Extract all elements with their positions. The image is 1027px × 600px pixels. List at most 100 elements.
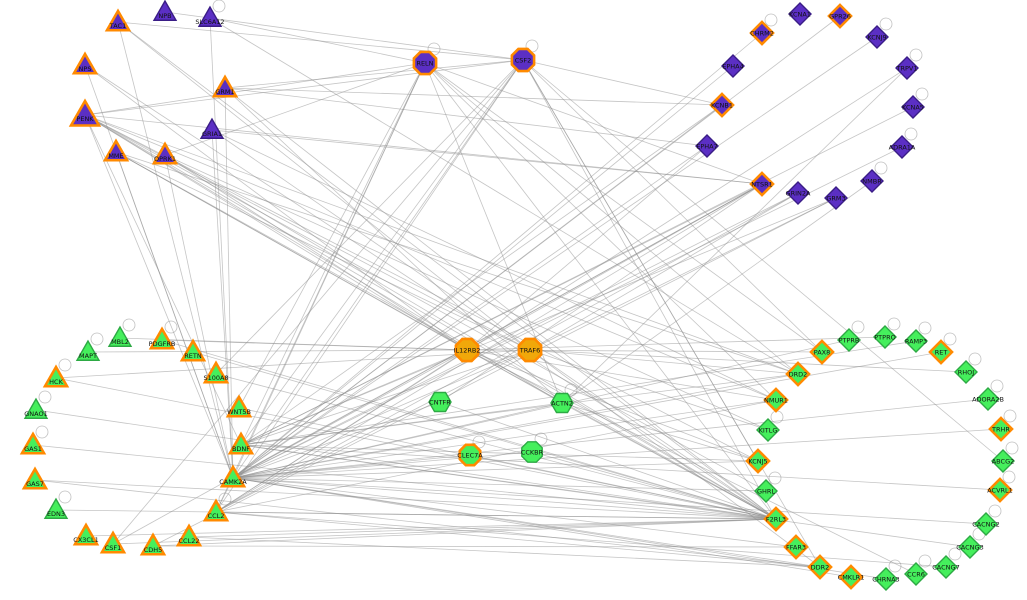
triangle-node-shape[interactable] bbox=[227, 431, 255, 455]
triangle-node-shape[interactable] bbox=[75, 339, 101, 361]
triangle-node-shape[interactable] bbox=[102, 138, 130, 162]
octagon-node-shape[interactable] bbox=[521, 441, 543, 463]
node-ptprb[interactable]: PTPRB bbox=[837, 328, 861, 352]
triangle-node-shape[interactable] bbox=[179, 338, 207, 362]
triangle-node-shape[interactable] bbox=[199, 117, 225, 139]
octagon-node-shape[interactable] bbox=[458, 443, 482, 467]
node-gpr26[interactable]: GPR26 bbox=[827, 3, 853, 29]
diamond-node-shape[interactable] bbox=[807, 554, 833, 580]
diamond-node-shape[interactable] bbox=[749, 171, 775, 197]
diamond-node-shape[interactable] bbox=[788, 2, 812, 26]
node-mapt[interactable]: MAPT bbox=[75, 339, 101, 361]
node-cckbr[interactable]: CCKBR bbox=[521, 441, 544, 463]
triangle-node-shape[interactable] bbox=[152, 0, 178, 21]
triangle-node-shape[interactable] bbox=[139, 532, 167, 556]
diamond-node-shape[interactable] bbox=[785, 361, 811, 387]
diamond-node-shape[interactable] bbox=[928, 339, 954, 365]
node-nps[interactable]: NPS bbox=[71, 51, 99, 75]
diamond-node-shape[interactable] bbox=[809, 339, 835, 365]
triangle-node-shape[interactable] bbox=[151, 141, 179, 165]
triangle-node-shape[interactable] bbox=[19, 431, 47, 455]
node-kitlg[interactable]: KITLG bbox=[756, 418, 780, 442]
hexagon-node-shape[interactable] bbox=[428, 391, 452, 413]
node-drd2[interactable]: DRD2 bbox=[785, 361, 811, 387]
diamond-node-shape[interactable] bbox=[763, 387, 789, 413]
diamond-node-shape[interactable] bbox=[783, 534, 809, 560]
diamond-node-shape[interactable] bbox=[749, 20, 775, 46]
node-kcnj9[interactable]: KCNJ9 bbox=[865, 25, 889, 49]
node-chrm2[interactable]: CHRM2 bbox=[749, 20, 775, 46]
node-adra1a[interactable]: ADRA1A bbox=[889, 135, 916, 159]
triangle-node-shape[interactable] bbox=[21, 466, 49, 490]
diamond-node-shape[interactable] bbox=[904, 329, 928, 353]
node-chrna3[interactable]: CHRNA3 bbox=[872, 567, 900, 591]
diamond-node-shape[interactable] bbox=[988, 416, 1014, 442]
node-epha4[interactable]: EPHA4 bbox=[721, 54, 745, 78]
node-csf2[interactable]: CSF2 bbox=[510, 47, 536, 73]
node-grm3[interactable]: GRM3 bbox=[824, 186, 848, 210]
node-trhr[interactable]: TRHR bbox=[988, 416, 1014, 442]
node-acvrl1[interactable]: ACVRL1 bbox=[987, 477, 1013, 503]
node-wnt5b[interactable]: WNT5B bbox=[225, 394, 253, 418]
octagon-node-shape[interactable] bbox=[517, 337, 543, 363]
diamond-node-shape[interactable] bbox=[838, 564, 864, 590]
triangle-node-shape[interactable] bbox=[148, 326, 176, 350]
node-ntsr1[interactable]: NTSR1 bbox=[749, 171, 775, 197]
node-cntfr[interactable]: CNTFR bbox=[428, 391, 452, 413]
node-cacng2[interactable]: CACNG2 bbox=[972, 512, 1000, 536]
diamond-node-shape[interactable] bbox=[987, 477, 1013, 503]
diamond-node-shape[interactable] bbox=[976, 387, 1000, 411]
triangle-node-shape[interactable] bbox=[211, 74, 239, 98]
triangle-node-shape[interactable] bbox=[175, 523, 203, 547]
node-il12rb2[interactable]: IL12RB2 bbox=[454, 337, 481, 363]
triangle-node-shape[interactable] bbox=[72, 522, 100, 546]
diamond-node-shape[interactable] bbox=[786, 181, 810, 205]
triangle-node-shape[interactable] bbox=[225, 394, 253, 418]
diamond-node-shape[interactable] bbox=[874, 567, 898, 591]
triangle-node-shape[interactable] bbox=[107, 325, 133, 347]
node-npb[interactable]: NPB bbox=[152, 0, 178, 21]
node-tac1[interactable]: TAC1 bbox=[104, 8, 132, 32]
triangle-node-shape[interactable] bbox=[43, 497, 69, 519]
node-kcna1[interactable]: KCNA1 bbox=[788, 2, 812, 26]
diamond-node-shape[interactable] bbox=[754, 479, 778, 503]
triangle-node-shape[interactable] bbox=[202, 360, 230, 384]
octagon-node-shape[interactable] bbox=[412, 50, 438, 76]
triangle-node-shape[interactable] bbox=[71, 51, 99, 75]
triangle-node-shape[interactable] bbox=[104, 8, 132, 32]
node-grin2a[interactable]: GRIN2A bbox=[786, 181, 811, 205]
node-grm1[interactable]: GRM1 bbox=[211, 74, 239, 98]
diamond-node-shape[interactable] bbox=[958, 535, 982, 559]
diamond-node-shape[interactable] bbox=[991, 449, 1015, 473]
diamond-node-shape[interactable] bbox=[763, 506, 789, 532]
node-kcnj5[interactable]: KCNJ5 bbox=[745, 448, 771, 474]
diamond-node-shape[interactable] bbox=[934, 555, 958, 579]
node-gnao1[interactable]: GNAO1 bbox=[23, 397, 49, 419]
node-abcg2[interactable]: ABCG2 bbox=[991, 449, 1015, 473]
diamond-node-shape[interactable] bbox=[756, 418, 780, 442]
diamond-node-shape[interactable] bbox=[895, 56, 919, 80]
diamond-node-shape[interactable] bbox=[890, 135, 914, 159]
diamond-node-shape[interactable] bbox=[860, 169, 884, 193]
node-cx3cl1[interactable]: CX3CL1 bbox=[72, 522, 100, 546]
diamond-node-shape[interactable] bbox=[695, 134, 719, 158]
triangle-node-shape[interactable] bbox=[219, 464, 247, 488]
diamond-node-shape[interactable] bbox=[721, 54, 745, 78]
node-cacng7[interactable]: CACNG7 bbox=[932, 555, 960, 579]
node-cmklr1[interactable]: CMKLR1 bbox=[838, 564, 865, 590]
diamond-node-shape[interactable] bbox=[824, 186, 848, 210]
diamond-node-shape[interactable] bbox=[709, 92, 735, 118]
node-reln[interactable]: RELN bbox=[412, 50, 438, 76]
diamond-node-shape[interactable] bbox=[901, 95, 925, 119]
node-rhoj[interactable]: RHOJ bbox=[954, 360, 978, 384]
triangle-node-shape[interactable] bbox=[99, 530, 127, 554]
diamond-node-shape[interactable] bbox=[827, 3, 853, 29]
node-ccr6[interactable]: CCR6 bbox=[904, 562, 928, 586]
diamond-node-shape[interactable] bbox=[837, 328, 861, 352]
triangle-node-shape[interactable] bbox=[42, 364, 70, 388]
diamond-node-shape[interactable] bbox=[745, 448, 771, 474]
diamond-node-shape[interactable] bbox=[974, 512, 998, 536]
node-kcna5[interactable]: KCNA5 bbox=[901, 95, 925, 119]
node-ramp3[interactable]: RAMP3 bbox=[904, 329, 928, 353]
node-gas7[interactable]: GAS7 bbox=[21, 466, 49, 490]
